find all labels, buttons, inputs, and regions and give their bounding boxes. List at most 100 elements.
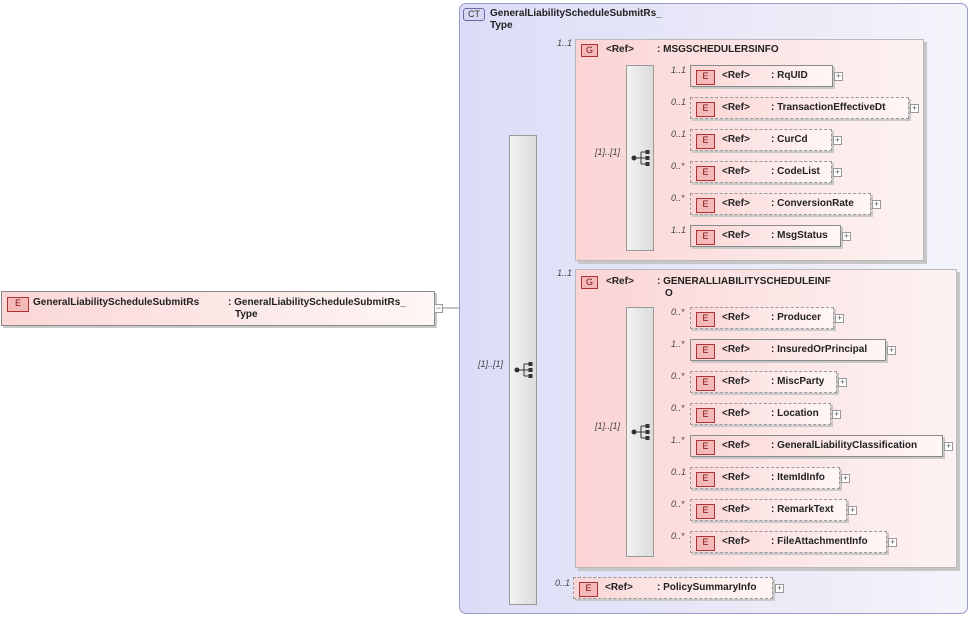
element-cardinality: 1..1 [671,225,687,235]
element-name: : RemarkText [771,504,834,515]
element-rquid[interactable]: E <Ref> : RqUID [690,65,833,87]
element-ref: <Ref> [722,376,750,387]
expand-toggle[interactable]: + [842,231,851,241]
group2-name: : GENERALLIABILITYSCHEDULEINF [657,276,831,287]
element-location[interactable]: E <Ref> : Location [690,403,831,425]
group-badge: G [581,276,598,289]
element-name: : TransactionEffectiveDt [771,102,886,113]
element-badge: E [696,472,715,487]
group2-ref: <Ref> [606,276,634,287]
element-ref: <Ref> [722,344,750,355]
element-cardinality: 0..1 [671,129,687,139]
element-cardinality: 0..1 [555,578,571,588]
sequence-icon [631,424,650,440]
root-element[interactable]: E GeneralLiabilityScheduleSubmitRs : Gen… [1,291,435,326]
expand-toggle[interactable]: + [832,409,841,419]
element-ref: <Ref> [722,134,750,145]
element-badge: E [696,230,715,245]
expand-toggle[interactable]: + [887,345,896,355]
element-ref: <Ref> [722,504,750,515]
element-badge: E [696,440,715,455]
element-remarktext[interactable]: E <Ref> : RemarkText [690,499,847,521]
element-badge: E [696,536,715,551]
element-ref: <Ref> [722,166,750,177]
element-cardinality: 0..* [671,307,685,317]
element-ref: <Ref> [722,230,750,241]
element-transactioneffectivedt[interactable]: E <Ref> : TransactionEffectiveDt [690,97,909,119]
group-badge: G [581,44,598,57]
element-name: : InsuredOrPrincipal [771,344,868,355]
expand-toggle[interactable]: + [841,473,850,483]
element-insuredorprincipal[interactable]: E <Ref> : InsuredOrPrincipal [690,339,886,361]
expand-toggle[interactable]: + [872,199,881,209]
element-cardinality: 1..1 [671,65,687,75]
element-badge: E [696,70,715,85]
element-name: : Producer [771,312,822,323]
element-codelist[interactable]: E <Ref> : CodeList [690,161,832,183]
expand-toggle[interactable]: + [833,167,842,177]
expand-toggle[interactable]: + [848,505,857,515]
element-name: : CodeList [771,166,820,177]
element-policysummaryinfo[interactable]: E <Ref> : PolicySummaryInfo [573,577,773,599]
complex-type-badge: CT [463,8,485,21]
element-name: : PolicySummaryInfo [657,582,757,593]
element-cardinality: 0..* [671,531,685,541]
element-name: : FileAttachmentInfo [771,536,868,547]
element-name: : MiscParty [771,376,825,387]
outer-sequence-cardinality: [1]..[1] [478,359,504,369]
element-name: : RqUID [771,70,808,81]
element-ref: <Ref> [605,582,633,593]
element-ref: <Ref> [722,102,750,113]
complex-type-name-line2: Type [490,20,513,31]
element-badge: E [579,582,598,597]
element-name: : GeneralLiabilityClassification [771,440,918,451]
element-ref: <Ref> [722,536,750,547]
element-badge: E [696,312,715,327]
element-name: : ConversionRate [771,198,854,209]
element-name: : CurCd [771,134,808,145]
group2-cardinality: 1..1 [557,268,573,278]
group1-name: : MSGSCHEDULERSINFO [657,44,779,55]
group1-ref: <Ref> [606,44,634,55]
element-miscparty[interactable]: E <Ref> : MiscParty [690,371,837,393]
element-cardinality: 0..1 [671,97,687,107]
expand-toggle[interactable]: + [838,377,847,387]
element-ref: <Ref> [722,198,750,209]
element-badge: E [696,198,715,213]
element-name: : ItemIdInfo [771,472,825,483]
element-cardinality: 1..* [671,339,685,349]
element-cardinality: 0..* [671,161,685,171]
element-cardinality: 0..* [671,499,685,509]
element-curcd[interactable]: E <Ref> : CurCd [690,129,832,151]
group1-sequence-cardinality: [1]..[1] [595,147,621,157]
element-badge: E [696,166,715,181]
expand-toggle[interactable]: + [833,135,842,145]
element-badge: E [696,134,715,149]
element-badge: E [696,376,715,391]
element-name: : MsgStatus [771,230,828,241]
element-msgstatus[interactable]: E <Ref> : MsgStatus [690,225,841,247]
sequence-icon [631,150,650,166]
element-itemidinfo[interactable]: E <Ref> : ItemIdInfo [690,467,840,489]
group1-cardinality: 1..1 [557,38,573,48]
element-producer[interactable]: E <Ref> : Producer [690,307,834,329]
element-ref: <Ref> [722,408,750,419]
element-conversionrate[interactable]: E <Ref> : ConversionRate [690,193,871,215]
collapse-toggle[interactable]: − [434,303,443,313]
complex-type-name: GeneralLiabilityScheduleSubmitRs_ [490,8,662,19]
element-cardinality: 1..* [671,435,685,445]
root-element-type: : GeneralLiabilityScheduleSubmitRs_ [228,297,406,308]
expand-toggle[interactable]: + [775,583,784,593]
element-name: : Location [771,408,819,419]
element-fileattachmentinfo[interactable]: E <Ref> : FileAttachmentInfo [690,531,887,553]
expand-toggle[interactable]: + [910,103,919,113]
group2-name-line2: O [665,288,673,299]
expand-toggle[interactable]: + [888,537,897,547]
element-generalliabilityclassification[interactable]: E <Ref> : GeneralLiabilityClassification [690,435,943,457]
expand-toggle[interactable]: + [944,441,953,451]
expand-toggle[interactable]: + [834,71,843,81]
element-cardinality: 0..* [671,403,685,413]
expand-toggle[interactable]: + [835,313,844,323]
group2-sequence-cardinality: [1]..[1] [595,421,621,431]
element-badge: E [696,408,715,423]
